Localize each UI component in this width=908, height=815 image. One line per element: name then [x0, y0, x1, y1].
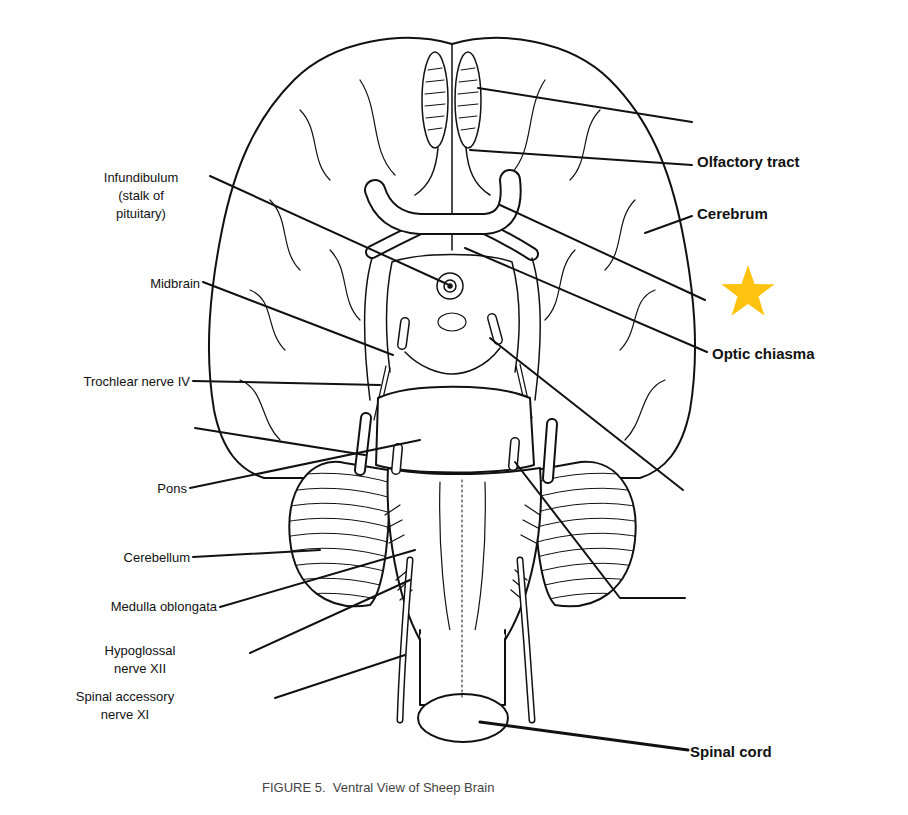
part-label: Hypoglossal nerve XII [95, 642, 185, 678]
part-label: Spinal accessory nerve XI [65, 688, 185, 724]
olfactory-bulbs [415, 52, 490, 195]
piriform-lobe-edge [365, 258, 541, 400]
part-label: Infundibulum (stalk of pituitary) [93, 169, 189, 223]
oculomotor-nerves [402, 318, 498, 345]
mammillary-body [438, 313, 466, 331]
part-label: Optic chiasma [712, 345, 815, 363]
spinal-cord-end [418, 694, 508, 742]
part-label: Cerebellum [124, 549, 190, 567]
part-label: Midbrain [150, 275, 200, 293]
median-fissure [462, 480, 463, 700]
part-label: Trochlear nerve IV [84, 373, 190, 391]
optic-chiasm [372, 180, 532, 254]
spinal-accessory-nerves [400, 560, 532, 720]
cerebrum-outline [209, 38, 695, 478]
star-marker [721, 265, 774, 316]
part-label: Medulla oblongata [111, 598, 217, 616]
abducens-nerves [396, 442, 515, 470]
part-label: Spinal cord [690, 743, 772, 761]
part-label: Cerebrum [697, 205, 768, 223]
medulla-oblongata [388, 468, 541, 640]
figure-caption: FIGURE 5. Ventral View of Sheep Brain [262, 779, 494, 797]
leader-lines [190, 88, 707, 750]
cerebral-peduncle [405, 348, 500, 374]
infundibulum [437, 273, 463, 299]
pons [376, 387, 534, 473]
part-label: Pons [157, 480, 187, 498]
part-label: Olfactory tract [697, 153, 800, 171]
